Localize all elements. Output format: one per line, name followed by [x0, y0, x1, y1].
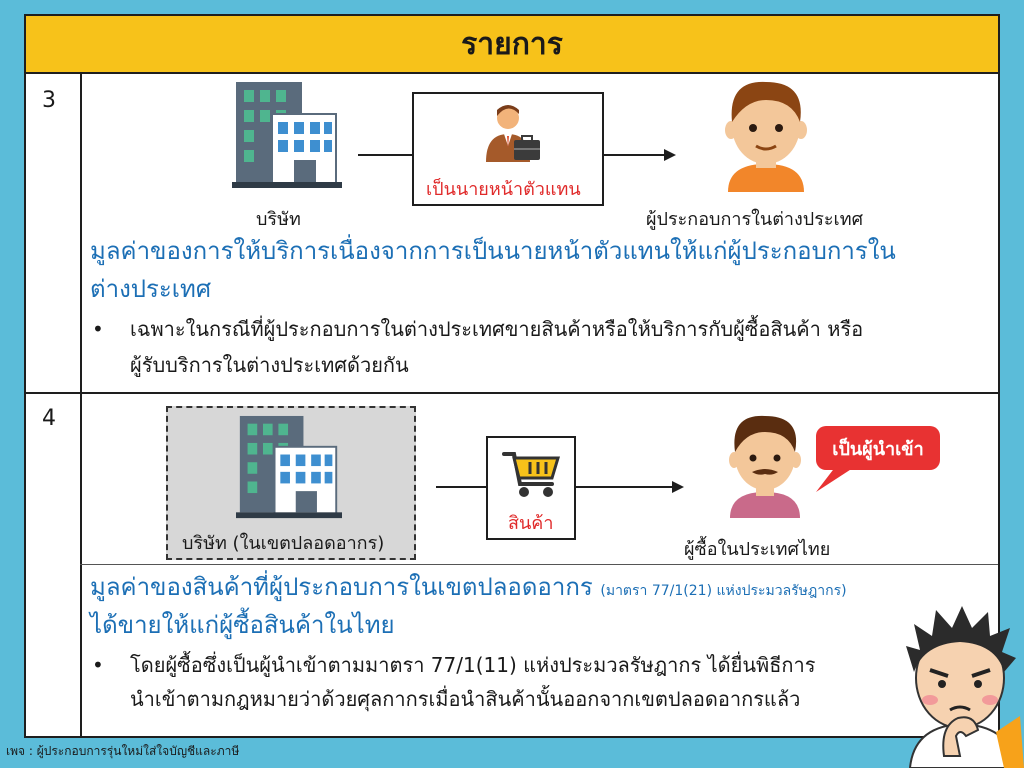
thai-buyer-label: ผู้ซื้อในประเทศไทย [684, 539, 831, 560]
header-title: รายการ [461, 26, 563, 62]
importer-bubble-text: เป็นผู้นำเข้า [832, 438, 924, 460]
goods-box: สินค้า [486, 436, 576, 540]
table-header: รายการ [26, 16, 998, 74]
arrow-head [664, 149, 676, 161]
footer-credit: เพจ : ผู้ประกอบการรุ่นใหม่ใส่ใจบัญชีและภ… [6, 744, 240, 758]
arrow-line [436, 486, 486, 488]
row-number-4: 4 [42, 406, 56, 431]
row3-bullet-line2: ผู้รับบริการในต่างประเทศด้วยกัน [130, 353, 409, 377]
shopping-cart-icon [502, 452, 561, 497]
row4-bullet-line2: นำเข้าตามกฎหมายว่าด้วยศุลกากรเมื่อนำสินค… [130, 687, 801, 711]
arrow-line [576, 486, 672, 488]
column-divider [80, 74, 82, 736]
bullet-dot: • [92, 317, 104, 341]
row4-title-line1: มูลค่าของสินค้าที่ผู้ประกอบการในเขตปลอดอ… [90, 568, 847, 610]
building-icon [236, 415, 342, 519]
speech-bubble-icon: เป็นผู้นำเข้า [816, 426, 940, 470]
row3-title-line2: ต่างประเทศ [90, 275, 212, 303]
free-zone-box: บริษัท (ในเขตปลอดอากร) [166, 406, 416, 560]
building-icon [232, 82, 342, 188]
row3-bullet-line1: เฉพาะในกรณีที่ผู้ประกอบการในต่างประเทศขา… [130, 317, 864, 341]
man-face-icon [729, 415, 801, 518]
goods-label: สินค้า [508, 513, 554, 534]
row-divider-inner [80, 564, 998, 565]
row4-bullet-line1: โดยผู้ซื้อซึ่งเป็นผู้นำเข้าตามมาตรา 77/1… [130, 653, 816, 677]
row4-title-line2: ได้ขายให้แก่ผู้ซื้อสินค้าในไทย [90, 611, 395, 639]
foreign-operator-label: ผู้ประกอบการในต่างประเทศ [646, 209, 864, 230]
row-number-3: 3 [42, 88, 56, 113]
row4-title-main: มูลค่าของสินค้าที่ผู้ประกอบการในเขตปลอดอ… [90, 573, 593, 601]
row-divider [26, 392, 998, 394]
arrow-line [604, 154, 664, 156]
businessman-icon [486, 105, 540, 162]
content-table: รายการ 3 บริษัท เ [24, 14, 1000, 738]
bubble-tail [816, 466, 856, 492]
row3-title-line1: มูลค่าของการให้บริการเนื่องจากการเป็นนาย… [90, 237, 896, 265]
arrow-head [672, 481, 684, 493]
agent-label: เป็นนายหน้าตัวแทน [426, 179, 581, 200]
bullet-dot: • [92, 653, 104, 677]
thinking-boy-icon [906, 606, 1024, 768]
man-face-icon [725, 81, 807, 192]
company-label: บริษัท [256, 209, 301, 230]
free-zone-company-label: บริษัท (ในเขตปลอดอากร) [182, 533, 385, 554]
agent-box: เป็นนายหน้าตัวแทน [412, 92, 604, 206]
row4-title-note: (มาตรา 77/1(21) แห่งประมวลรัษฎากร) [600, 583, 847, 599]
arrow-line [358, 154, 412, 156]
